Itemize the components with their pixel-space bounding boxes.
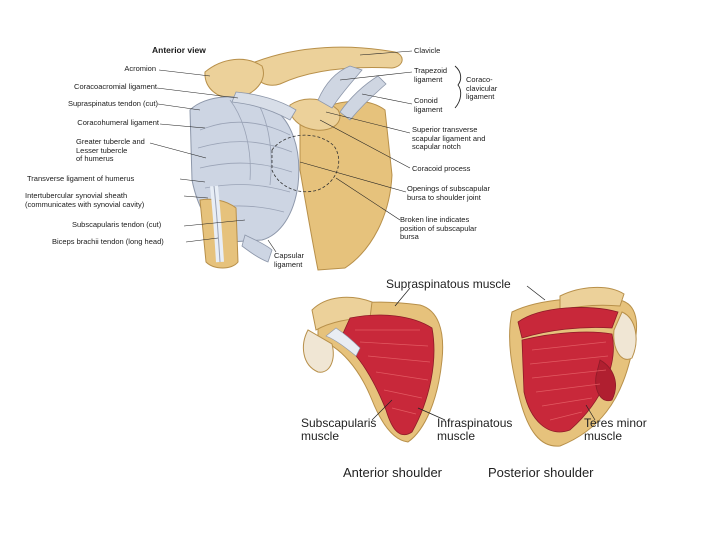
- anterior-acromion: [311, 296, 373, 331]
- posterior-humeral-head: [613, 311, 637, 360]
- coracoid-process: [289, 98, 341, 131]
- label-conoid-ligament: Conoid ligament: [414, 96, 443, 114]
- label-supraspinatous-muscle: Supraspinatous muscle: [386, 277, 511, 291]
- label-coracohumeral-ligament: Coracohumeral ligament: [77, 118, 159, 127]
- leader-lines-bottom: [371, 285, 596, 421]
- coracoclavicular-ligament: [317, 65, 363, 109]
- subscapularis-tendon: [325, 327, 361, 357]
- leader-lines-top: [149, 50, 413, 253]
- label-broken-line: Broken line indicates position of subsca…: [400, 215, 477, 241]
- coracoacromial-ligament: [231, 91, 297, 121]
- caption-anterior-shoulder: Anterior shoulder: [343, 465, 442, 480]
- label-subscapularis-muscle: Subscapularis muscle: [301, 416, 377, 443]
- label-supraspinatus-tendon: Supraspinatus tendon (cut): [67, 99, 158, 108]
- label-biceps-tendon: Biceps brachii tendon (long head): [52, 237, 164, 246]
- acromion-bone: [204, 58, 264, 99]
- label-intertubercular-sheath: Intertubercular synovial sheath (communi…: [25, 191, 145, 209]
- conoid-ligament: [339, 75, 387, 121]
- biceps-tendon-edge: [213, 185, 221, 263]
- caption-posterior-shoulder: Posterior shoulder: [488, 465, 594, 480]
- anterior-shoulder-muscle-illustration: [302, 296, 444, 443]
- label-coracoacromial-ligament: Coracoacromial ligament: [74, 82, 157, 91]
- label-transverse-ligament: Transverse ligament of humerus: [27, 174, 135, 183]
- view-title: Anterior view: [152, 45, 206, 55]
- anterior-humeral-head: [302, 329, 334, 373]
- label-infraspinatous-muscle: Infraspinatous muscle: [437, 416, 513, 443]
- label-superior-transverse: Superior transverse scapular ligament an…: [412, 125, 486, 151]
- label-subscapularis-tendon: Subscapularis tendon (cut): [72, 220, 162, 229]
- label-greater-lesser-tubercle: Greater tubercle and Lesser tubercle of …: [76, 137, 145, 163]
- label-trapezoid-ligament: Trapezoid ligament: [414, 66, 448, 84]
- subscapularis-fibers: [355, 329, 431, 415]
- supraspinatus-muscle: [517, 307, 619, 339]
- coracoclavicular-bracket: [454, 65, 462, 109]
- label-teres-minor-muscle: Teres minor muscle: [584, 416, 647, 443]
- label-coracoid-process: Coracoid process: [412, 164, 471, 173]
- label-acromion: Acromion: [124, 64, 156, 73]
- label-coracoclavicular-ligament: Coraco- clavicular ligament: [466, 75, 498, 101]
- capsular-ligament-lower: [241, 234, 273, 263]
- label-capsular-ligament: Capsular ligament: [274, 251, 305, 269]
- anterior-shoulder-joint-illustration: [189, 46, 403, 271]
- subscapular-bursa-outline: [271, 134, 340, 193]
- label-clavicle: Clavicle: [414, 46, 441, 55]
- clavicle-bone: [252, 46, 403, 86]
- infraspinatus-fibers: [529, 341, 609, 421]
- label-openings-subscapular-bursa: Openings of subscapular bursa to shoulde…: [407, 184, 490, 202]
- posterior-shoulder-muscle-illustration: [509, 286, 638, 447]
